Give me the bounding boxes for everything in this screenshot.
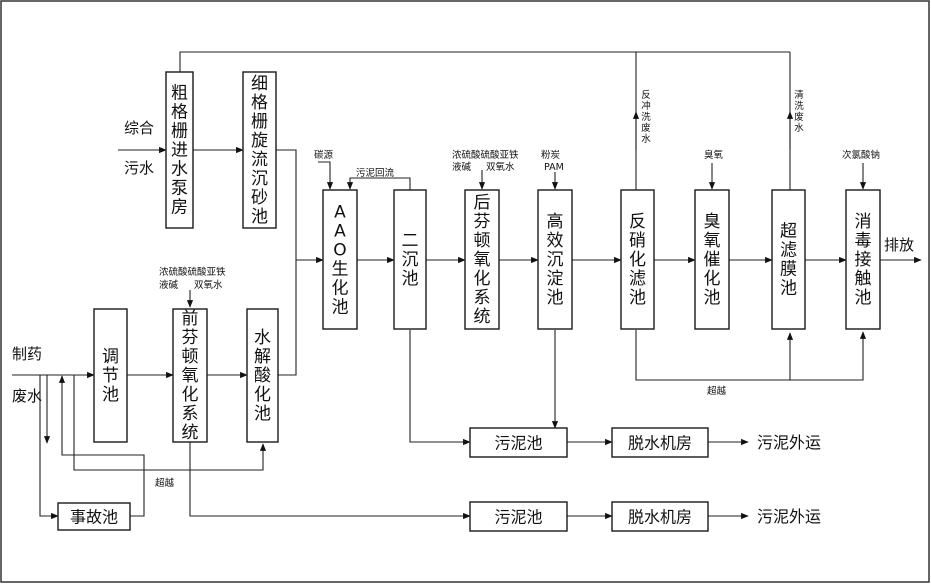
- adjust-unit: 调节池: [93, 308, 128, 443]
- uf-unit: 超滤膜池: [771, 189, 806, 330]
- disinfect-label: 消毒接触池: [855, 212, 872, 308]
- powder-carbon-label: 粉炭: [541, 149, 561, 161]
- sludge1-label: 污泥池: [494, 434, 542, 453]
- uf-label: 超滤膜池: [780, 222, 797, 299]
- fine-screen-box: [242, 71, 277, 229]
- denitri-box: [620, 189, 655, 330]
- pre-chem-label-c: 双氧水: [194, 279, 223, 291]
- accident-return-arrow: [58, 375, 145, 517]
- denitri-unit: 反硝化滤池: [620, 189, 655, 330]
- sludge1-box: [469, 427, 568, 458]
- inflow2-label-a: 制药: [12, 345, 42, 363]
- aao-box: [322, 189, 358, 330]
- accident-unit: 事故池: [57, 502, 131, 531]
- ozone-label: 臭氧催化池: [704, 212, 721, 308]
- to-accident-arrow: [39, 375, 59, 520]
- text-labels: 综合 污水 制药 废水 排放 污泥外运 污泥外运 碳源 污泥回流 浓硫酸硫酸亚铁…: [12, 119, 914, 526]
- fine-screen-unit: 细格栅旋流沉砂池: [242, 71, 277, 229]
- hedc-label: 高效沉淀池: [547, 212, 564, 308]
- accident-label: 事故池: [70, 508, 118, 527]
- top-return-line: [179, 51, 790, 72]
- denitri-label: 反硝化滤池: [629, 212, 646, 308]
- secondary-box: [393, 189, 427, 330]
- bypass-left-line: [73, 375, 267, 471]
- disinfect-box: [845, 189, 881, 330]
- clean-waste-label: 清洗废水: [794, 89, 804, 134]
- sludge2-unit: 污泥池: [469, 501, 568, 532]
- secondary-to-sludge-arrow: [409, 330, 471, 446]
- pre-chem-label-a: 浓硫酸硫酸亚铁: [159, 266, 226, 278]
- post-fenton-label: 后芬顿氧化系统: [474, 193, 491, 327]
- sludge-return-label: 污泥回流: [356, 167, 395, 179]
- prefenton-to-sludge-arrow: [189, 442, 471, 520]
- pre-fenton-box: [172, 308, 208, 443]
- post-fenton-unit: 后芬顿氧化系统: [464, 189, 500, 330]
- hydrolysis-unit: 水解酸化池: [246, 308, 279, 443]
- hedc-unit: 高效沉淀池: [537, 189, 573, 330]
- secondary-unit: 二沉池: [393, 189, 427, 330]
- sludge2-label: 污泥池: [494, 508, 542, 527]
- sludge1-unit: 污泥池: [469, 427, 568, 458]
- sludge-out2-label: 污泥外运: [757, 507, 821, 526]
- pam-label: PAM: [544, 162, 564, 173]
- dewater1-label: 脱水机房: [628, 434, 692, 453]
- uf-box: [771, 189, 806, 330]
- adjust-box: [93, 308, 128, 443]
- dewater1-unit: 脱水机房: [611, 427, 709, 458]
- discharge-label: 排放: [884, 236, 914, 254]
- fine-to-junction-line: [276, 149, 297, 260]
- hedc-box: [537, 189, 573, 330]
- vertical-labels: 反冲洗废水 清洗废水: [641, 89, 804, 145]
- hydrolysis-to-junction-line: [278, 260, 297, 376]
- pre-chem-label-b: 液碱: [159, 279, 179, 291]
- dewater1-box: [611, 427, 709, 458]
- hydrolysis-label: 水解酸化池: [254, 328, 271, 424]
- inflow1-label-b: 污水: [124, 159, 154, 177]
- dewater2-box: [611, 501, 709, 532]
- pre-fenton-label: 前芬顿氧化系统: [182, 309, 199, 443]
- adjust-label: 调节池: [102, 347, 119, 405]
- dewater2-unit: 脱水机房: [611, 501, 709, 532]
- post-chem-label-b: 液碱: [452, 161, 472, 173]
- accident-box: [57, 502, 131, 531]
- bypass-right-label: 超越: [707, 385, 727, 397]
- ozone-dosing-label: 臭氧: [704, 149, 724, 161]
- sludge-out1-label: 污泥外运: [757, 433, 821, 452]
- bypass-left-label: 超越: [155, 477, 175, 489]
- coarse-screen-label: 粗格栅进水泵房: [171, 84, 188, 218]
- sludge-return-arrow: [346, 177, 411, 190]
- inflow1-label-a: 综合: [124, 119, 154, 137]
- post-fenton-box: [464, 189, 500, 330]
- bypass-right-line: [635, 330, 867, 381]
- coarse-screen-box: [165, 71, 194, 229]
- inflow2-label-b: 废水: [12, 387, 42, 405]
- flow-lines: [12, 51, 922, 520]
- fine-screen-label: 细格栅旋流沉砂池: [251, 74, 268, 227]
- carbon-label: 碳源: [314, 149, 334, 161]
- post-chem-label-a: 浓硫酸硫酸亚铁: [452, 149, 519, 161]
- backwash-label: 反冲洗废水: [641, 90, 651, 145]
- post-chem-label-c: 双氧水: [486, 161, 515, 173]
- dewater2-label: 脱水机房: [628, 508, 692, 527]
- sludge2-box: [469, 501, 568, 532]
- secondary-label: 二沉池: [402, 231, 419, 289]
- ozone-unit: 臭氧催化池: [694, 189, 730, 330]
- naclo-label: 次氯酸钠: [842, 149, 880, 161]
- disinfect-unit: 消毒接触池: [845, 189, 881, 330]
- carbon-dosing-arrow: [318, 161, 334, 190]
- coarse-screen-unit: 粗格栅进水泵房: [165, 71, 194, 229]
- pre-fenton-unit: 前芬顿氧化系统: [172, 308, 208, 443]
- ozone-box: [694, 189, 730, 330]
- hydrolysis-box: [246, 308, 279, 443]
